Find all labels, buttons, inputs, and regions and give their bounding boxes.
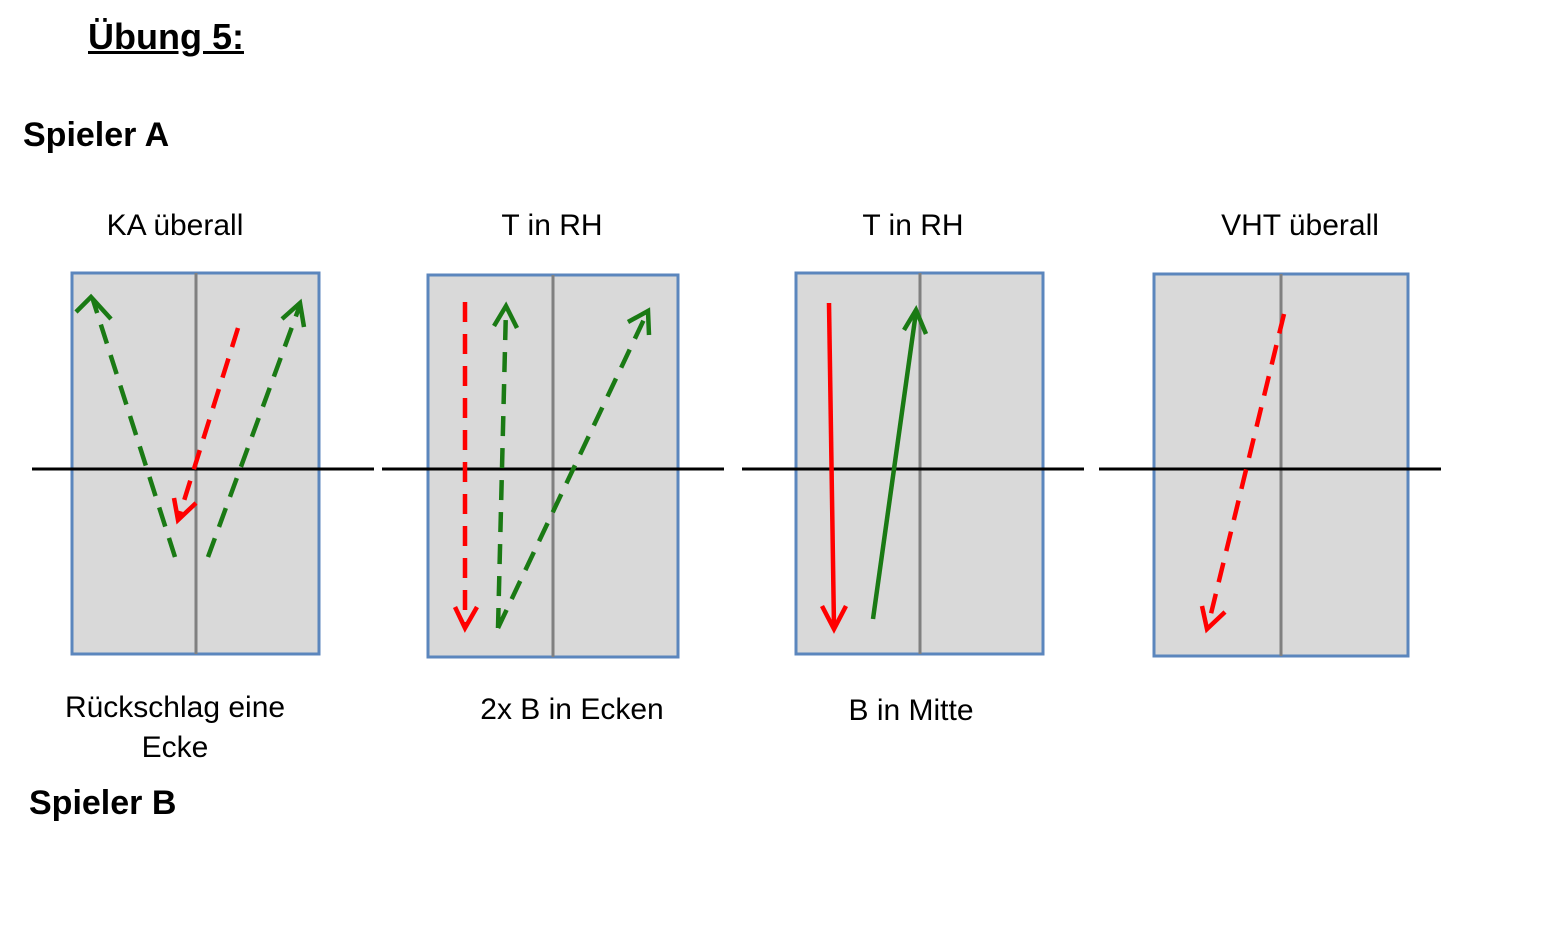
player-a-label: Spieler A [23, 116, 170, 154]
exercise-4-top-label: VHT überall [1221, 209, 1379, 242]
exercise-3-top-label: T in RH [862, 209, 964, 242]
table-3 [742, 271, 1084, 656]
exercise-3-bottom-label: B in Mitte [848, 694, 974, 727]
player-b-label: Spieler B [29, 784, 177, 822]
page-title: Übung 5: [88, 16, 244, 57]
table-4 [1099, 272, 1441, 658]
table-2-arrowhead-red [452, 605, 479, 633]
table-1-arrowhead-red [171, 497, 198, 525]
exercise-1-bottom-label-line2: Ecke [141, 731, 209, 764]
table-2 [382, 273, 724, 659]
table-3-arrow-green [870, 311, 919, 620]
exercise-2-top-label: T in RH [501, 209, 603, 242]
table-3-arrow-red [826, 302, 837, 628]
table-2-arrow-green-middle [495, 307, 509, 629]
table-1 [32, 271, 374, 656]
table-1-arrow-green-left [90, 299, 178, 558]
table-1-arrow-red [175, 327, 241, 521]
exercise-1-top-label: KA überall [106, 209, 244, 242]
table-1-arrowhead-green-right [280, 298, 307, 328]
exercise-1-bottom-label: Rückschlag eine Ecke [65, 688, 285, 768]
table-3-arrowhead-green [902, 305, 929, 335]
table-2-arrowhead-green-middle [492, 301, 520, 330]
exercise-1-bottom-label-line1: Rückschlag eine [64, 691, 286, 724]
table-2-arrow-green-right [495, 312, 650, 629]
table-4-arrow-red [1205, 313, 1287, 627]
table-4-arrowhead-red [1199, 605, 1227, 634]
table-1-arrowhead-green-left [74, 293, 113, 321]
table-1-arrow-green-right [205, 304, 303, 558]
exercise-2-bottom-label: 2x B in Ecken [480, 693, 664, 726]
table-3-arrowhead-red [820, 604, 848, 634]
table-2-arrowhead-green-right [626, 307, 652, 336]
